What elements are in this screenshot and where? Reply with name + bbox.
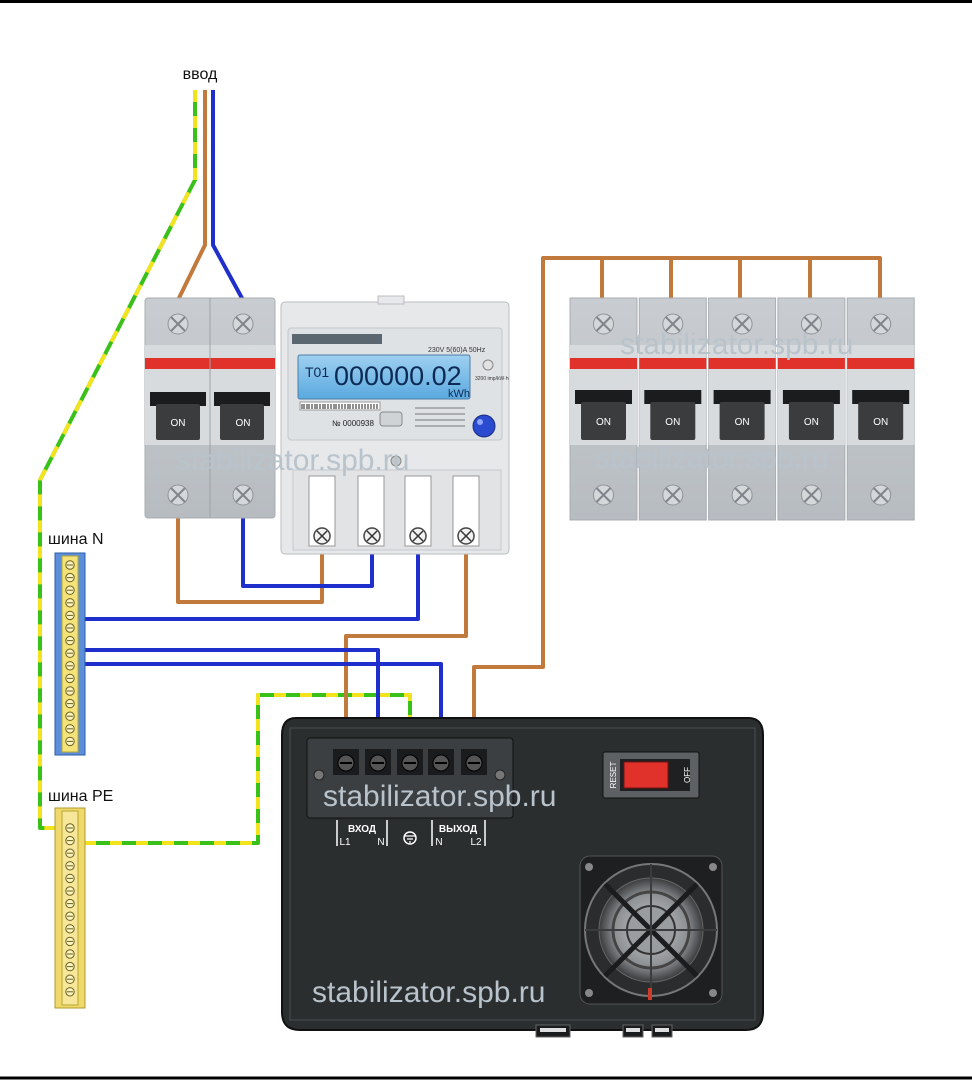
group-breaker: ON <box>846 297 915 521</box>
meter-serial: № 0000938 <box>332 419 375 428</box>
input-phase-wire <box>176 90 207 301</box>
main-breaker-left-button[interactable]: ON <box>171 418 186 429</box>
stabilizer-output-n: N <box>435 837 442 848</box>
cooling-fan-icon <box>579 855 723 1005</box>
ground-symbol-icon <box>403 831 417 845</box>
meter-reading: 000000.02 <box>334 361 462 391</box>
voltage-stabilizer: ВХОД L1 N ВЫХОД N L2 RESET OFF <box>281 717 764 1038</box>
group-breakers: ON ON ON ON ON <box>569 297 915 521</box>
earth-bus-bar <box>54 807 86 1009</box>
watermark: stabilizator.spb.ru <box>312 976 545 1009</box>
stabilizer-output-label: ВЫХОД <box>439 824 477 835</box>
group-breaker-label: ON <box>873 417 888 428</box>
breaker-toggle[interactable] <box>788 402 834 440</box>
meter-imp: 3200 imp/kW·h <box>475 376 509 382</box>
seal-screw-icon <box>390 455 402 467</box>
input-label: ввод <box>183 66 218 83</box>
group-breaker-label: ON <box>665 417 680 428</box>
meter-to-stabilizer-phase <box>344 548 468 758</box>
stabilizer-input-n: N <box>377 837 384 848</box>
group-breaker: ON <box>638 297 707 521</box>
meter-to-nbus-neutral <box>84 548 420 621</box>
meter-display <box>297 354 471 400</box>
group-breaker: ON <box>569 297 638 521</box>
group-breaker: ON <box>777 297 846 521</box>
breaker-toggle[interactable] <box>581 402 626 440</box>
reset-switch[interactable] <box>623 761 669 789</box>
electricity-meter: T01 000000.02 kWh 230V 5(60)A 50Hz 3200 … <box>280 295 510 555</box>
stabilizer-input-label: ВХОД <box>348 824 376 835</box>
breaker-to-meter-neutral <box>241 515 374 588</box>
meter-rating: 230V 5(60)A 50Hz <box>428 347 486 354</box>
main-breaker: ON ON <box>144 297 276 519</box>
group-breaker: ON <box>708 297 777 521</box>
off-label: OFF <box>683 767 692 783</box>
breaker-to-meter-phase <box>176 515 324 604</box>
breaker-toggle[interactable] <box>719 402 765 440</box>
group-breaker-label: ON <box>735 417 750 428</box>
group-breaker-label: ON <box>804 417 819 428</box>
group-breaker-label: ON <box>596 417 611 428</box>
bus-n-label: шина N <box>48 531 104 548</box>
watermark: stabilizator.spb.ru <box>323 780 556 813</box>
stabilizer-output-l: L2 <box>470 837 482 848</box>
reset-label: RESET <box>609 762 618 789</box>
meter-tariff: T01 <box>305 364 329 380</box>
meter-terminal-screw-icon <box>313 527 475 545</box>
neutral-bus-bar <box>54 552 86 756</box>
meter-unit: kWh <box>448 388 470 400</box>
stabilizer-terminal-icon <box>333 749 487 775</box>
barcode-icon <box>301 404 378 409</box>
watermark: stabilizator.spb.ru <box>176 444 409 477</box>
bus-pe-label: шина PE <box>48 788 113 805</box>
watermark: stabilizator.spb.ru <box>595 442 828 475</box>
input-neutral-wire <box>211 90 245 301</box>
stabilizer-input-l: L1 <box>339 837 351 848</box>
stabilizer-to-breakers-phase <box>472 256 882 758</box>
breaker-toggle[interactable] <box>650 402 696 440</box>
breaker-toggle[interactable] <box>858 402 904 440</box>
watermark: stabilizator.spb.ru <box>620 328 853 361</box>
main-breaker-right-button[interactable]: ON <box>236 418 251 429</box>
meter-button[interactable] <box>472 414 496 438</box>
